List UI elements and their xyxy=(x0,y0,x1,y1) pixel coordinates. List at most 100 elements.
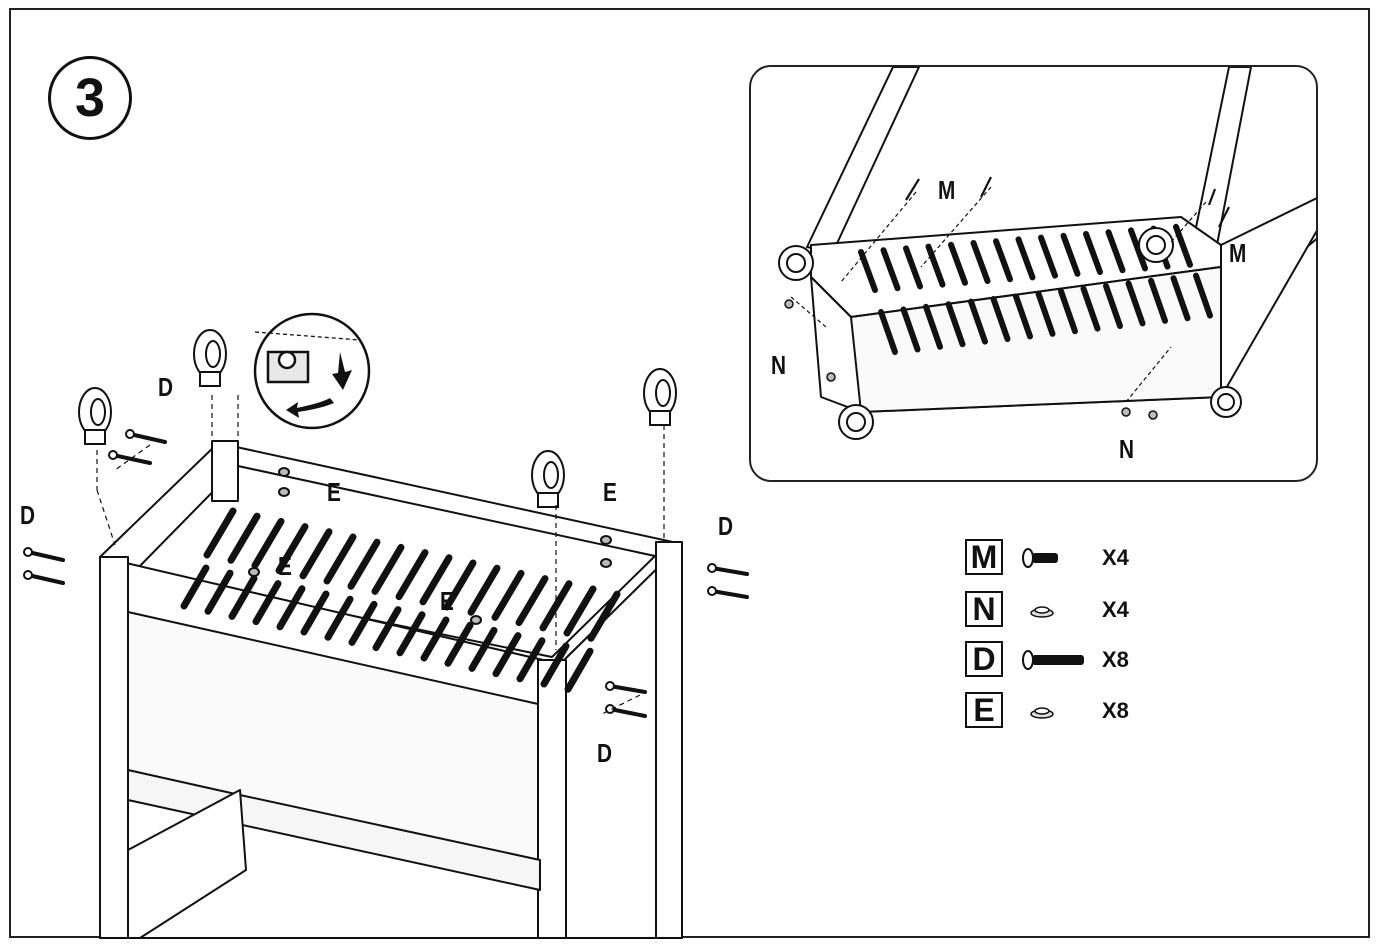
tray-slot xyxy=(540,642,570,688)
tray-slot xyxy=(276,585,306,631)
callout-d-lower-right: D xyxy=(597,738,613,768)
tray-slot xyxy=(372,606,402,652)
bolt-head xyxy=(23,547,33,557)
inset-slot xyxy=(1193,272,1213,319)
inset-slot xyxy=(1013,293,1033,340)
tray-slot xyxy=(396,611,426,657)
inset-slot xyxy=(970,240,991,284)
tray-slot xyxy=(564,647,594,693)
inset-slot xyxy=(1173,223,1193,268)
inset-callout-m-right: M xyxy=(1229,238,1247,268)
bolt-d xyxy=(608,707,647,718)
legend-letter: D xyxy=(965,641,1003,677)
inset-slot xyxy=(945,301,966,348)
bolt-d xyxy=(111,453,152,465)
legend-letter: E xyxy=(965,692,1003,728)
inset-slot xyxy=(948,241,968,286)
legend-row-e: E X8 xyxy=(965,692,1225,732)
caster-detail-magnifier xyxy=(253,312,371,430)
tray-slot xyxy=(395,549,429,601)
back-left-leg xyxy=(211,440,239,502)
caster-hub xyxy=(205,340,221,368)
inset-slot xyxy=(990,296,1011,342)
bolt-head xyxy=(605,704,615,714)
bolt-long-icon xyxy=(1022,650,1084,670)
callout-e-center: E xyxy=(440,586,454,616)
callout-d-upper-left: D xyxy=(158,372,174,402)
nut-icon xyxy=(1030,606,1054,618)
tray-slot xyxy=(275,523,309,575)
inset-casters xyxy=(778,227,1242,440)
inset-slot xyxy=(1103,283,1123,329)
inset-slot xyxy=(1060,232,1081,277)
bolt-d xyxy=(710,589,749,599)
callout-d-left: D xyxy=(20,500,36,530)
caster-hub xyxy=(543,461,559,489)
legend-letter: N xyxy=(965,591,1003,627)
inset-slot xyxy=(1148,277,1168,324)
inset-m-bolts xyxy=(905,176,1230,228)
tray-slot xyxy=(180,564,210,610)
guide-lines xyxy=(96,395,665,716)
inset-callout-n-left: N xyxy=(771,350,787,380)
inset-slot xyxy=(1125,280,1146,327)
inset-slot xyxy=(858,249,878,293)
inset-slot xyxy=(1170,275,1191,322)
inset-slot xyxy=(923,303,943,350)
tray-slot xyxy=(371,543,405,595)
tray-slot xyxy=(252,580,282,626)
inset-slot xyxy=(968,298,988,345)
bolt-d xyxy=(128,432,167,444)
bolt-short-icon xyxy=(1022,548,1058,568)
tray-slot xyxy=(467,564,501,616)
lower-brace xyxy=(127,789,247,939)
legend-quantity: X8 xyxy=(1102,647,1129,672)
tray-slot xyxy=(299,528,333,580)
back-right-leg xyxy=(655,541,683,939)
tray-slot xyxy=(516,637,546,683)
caster-mount xyxy=(537,492,559,508)
caster-hub xyxy=(90,398,106,426)
callout-d-right: D xyxy=(718,511,734,541)
tray-slot xyxy=(419,554,453,606)
nut-e xyxy=(248,567,260,577)
inset-slot xyxy=(903,245,923,290)
inset-callout-n-bottom: N xyxy=(1119,434,1135,464)
tray-slot xyxy=(563,585,597,637)
caster-mount xyxy=(199,371,221,387)
inset-underside-view: M M N N xyxy=(749,65,1318,482)
front-right-leg xyxy=(537,659,567,939)
tray-slot xyxy=(348,600,378,646)
caster-mount xyxy=(84,429,106,445)
tray-slot xyxy=(251,517,285,569)
nut-e xyxy=(278,467,290,477)
nut-e xyxy=(278,487,290,497)
inset-slot xyxy=(1058,288,1078,335)
inset-slot xyxy=(925,243,946,288)
nut-e xyxy=(600,535,612,545)
bolt-head xyxy=(605,681,615,691)
inset-drawing xyxy=(778,67,1316,440)
caster-mount xyxy=(649,410,671,426)
inset-slot xyxy=(1015,236,1036,281)
tray-slot xyxy=(515,575,549,627)
bolt-head xyxy=(125,429,135,439)
page-frame xyxy=(9,8,1370,938)
inset-slot xyxy=(1105,229,1126,274)
tray-slot xyxy=(228,574,258,620)
callout-e-right: E xyxy=(603,477,617,507)
tray-slot xyxy=(323,533,357,585)
inset-slot xyxy=(880,247,901,292)
tray-slot xyxy=(443,559,477,611)
inset-slot xyxy=(993,238,1013,283)
inset-slot xyxy=(1083,231,1103,275)
tray-slot xyxy=(444,621,474,667)
tray-slot xyxy=(300,590,330,636)
nut-e xyxy=(600,558,612,568)
tray-slot xyxy=(468,626,498,672)
tray-slot xyxy=(587,590,621,642)
inset-slot xyxy=(1080,285,1101,332)
bolt-head xyxy=(23,570,33,580)
